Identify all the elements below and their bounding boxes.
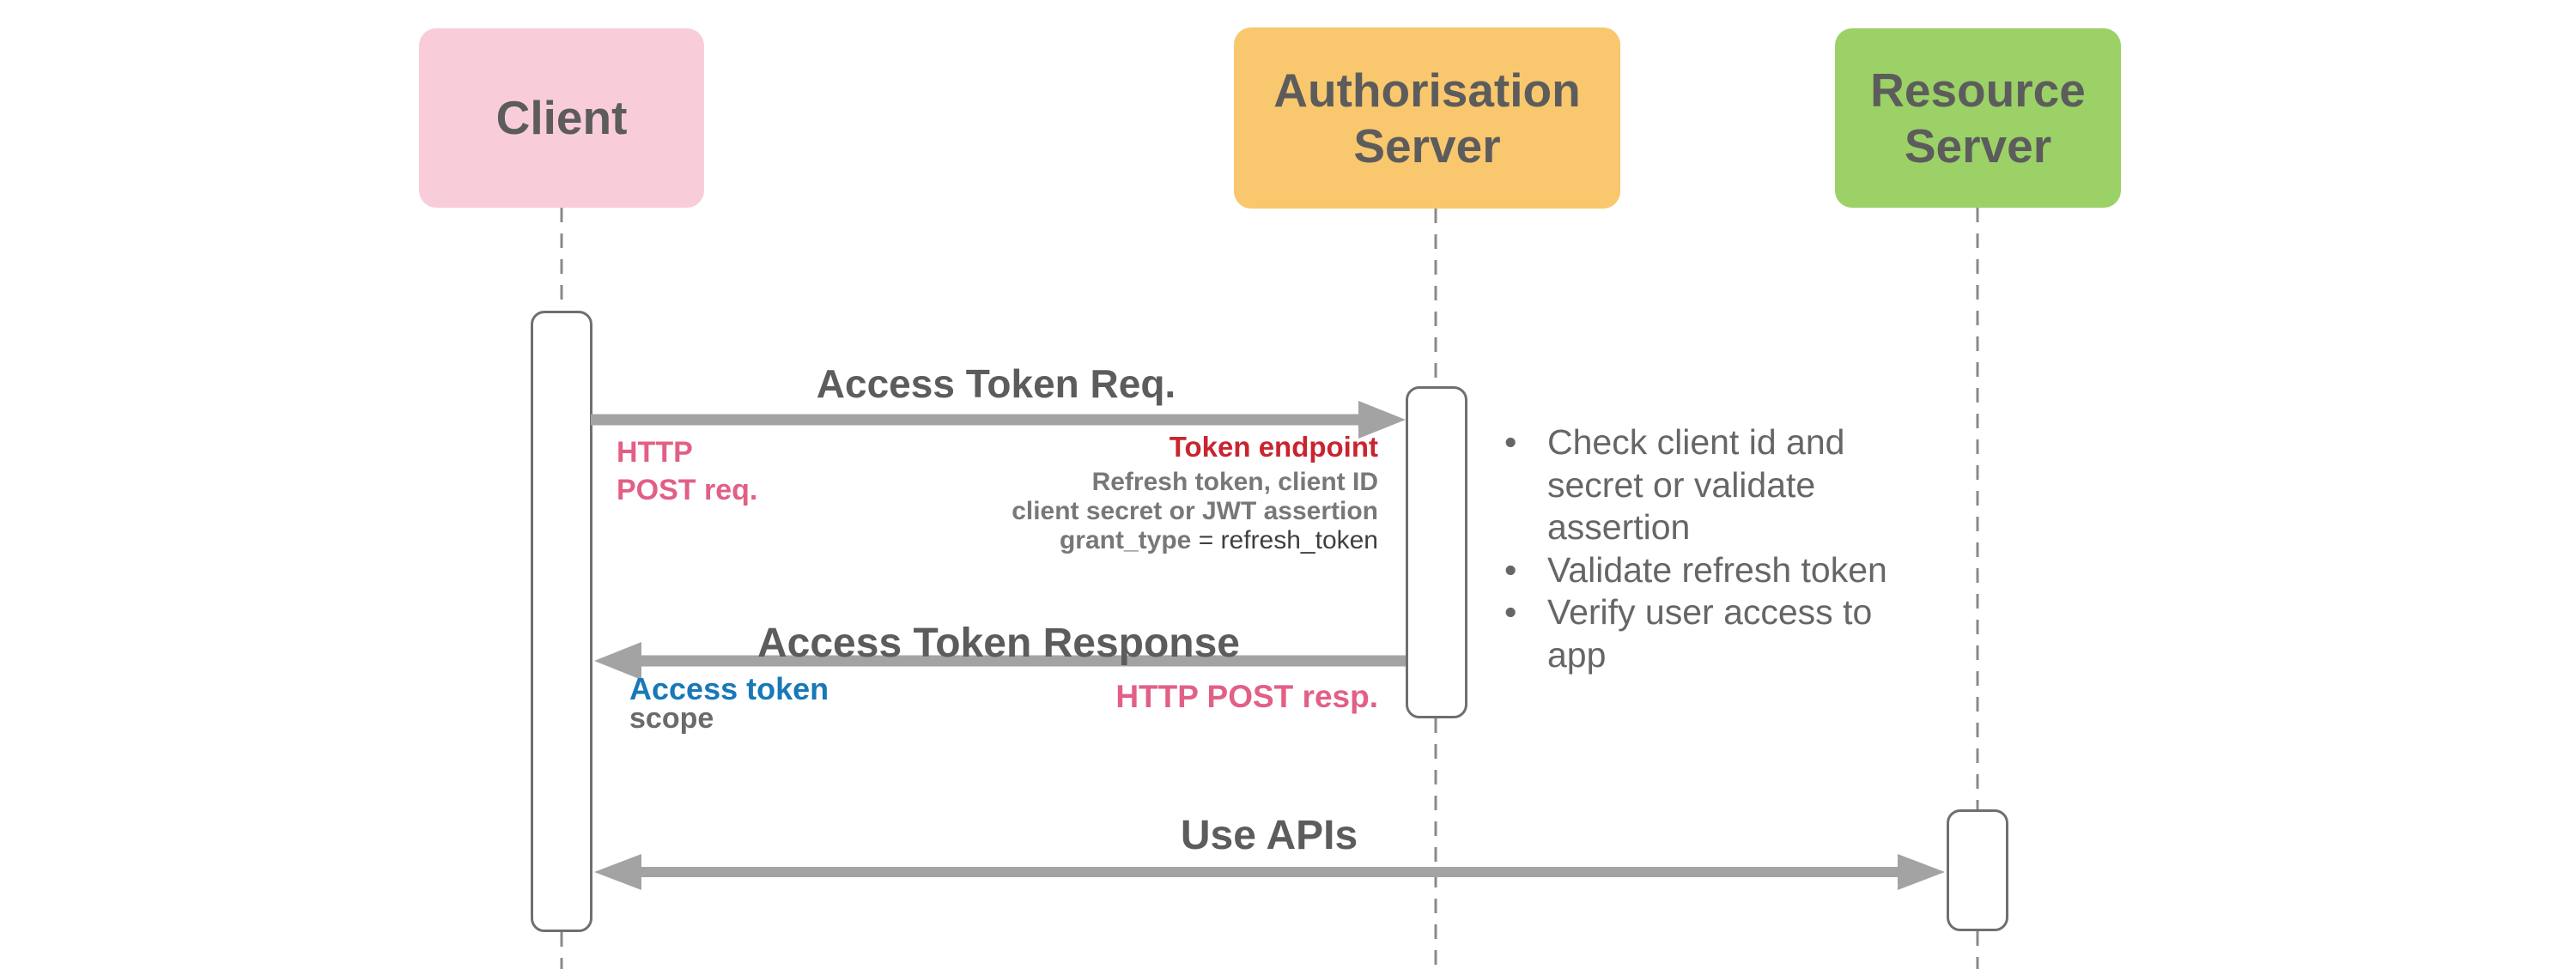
check-text: assertion	[1547, 507, 1691, 547]
annotation-param-line1: Refresh token, client ID	[1091, 468, 1378, 496]
message-label-use-apis: Use APIs	[1180, 813, 1358, 858]
annotation-grant-type-value: = refresh_token	[1191, 526, 1378, 554]
check-item-line: assertion	[1504, 506, 1887, 549]
check-item-line: • Verify user access to	[1504, 591, 1887, 634]
activation-bar-client	[531, 311, 592, 932]
check-item-line: • Check client id and	[1504, 421, 1887, 464]
message-label-access-token-request: Access Token Req.	[816, 361, 1176, 406]
actor-label-authorisation-server: Authorisation Server	[1273, 63, 1581, 173]
activation-bar-resource-server	[1947, 809, 2008, 931]
check-text: secret or validate	[1547, 464, 1816, 505]
annotation-response-contents: Access token scope	[629, 671, 829, 735]
arrow-use-apis	[594, 854, 1945, 890]
annotation-http-post-resp: HTTP POST resp.	[1115, 679, 1378, 714]
annotation-token-endpoint: Token endpoint	[1169, 431, 1378, 463]
check-text: Verify user access to	[1547, 592, 1873, 632]
annotation-http-post-req: HTTP POST req.	[617, 433, 757, 509]
message-label-access-token-response: Access Token Response	[756, 621, 1241, 666]
bullet-icon: •	[1504, 549, 1517, 590]
annotation-http-post-req-line2: POST req.	[617, 474, 758, 506]
annotation-request-params: Token endpoint Refresh token, client ID …	[1012, 430, 1378, 555]
check-item-line: • Validate refresh token	[1504, 549, 1887, 592]
actor-label-resource-server: Resource Server	[1870, 63, 2086, 173]
check-text: app	[1547, 634, 1607, 675]
bullet-icon: •	[1504, 422, 1517, 462]
actor-box-client: Client	[419, 28, 704, 208]
actor-box-authorisation-server: Authorisation Server	[1234, 27, 1620, 209]
bullet-icon: •	[1504, 592, 1517, 632]
arrow-access-token-response	[594, 642, 1406, 680]
annotation-param-line2: client secret or JWT assertion	[1012, 497, 1378, 525]
check-item-line: app	[1504, 634, 1887, 677]
actor-label-client: Client	[495, 91, 628, 145]
arrow-access-token-request	[591, 401, 1406, 439]
check-text: Check client id and	[1547, 422, 1845, 462]
check-item-line: secret or validate	[1504, 464, 1887, 507]
actor-box-resource-server: Resource Server	[1835, 28, 2121, 208]
auth-checks-note: • Check client id and secret or validate…	[1504, 421, 1887, 676]
annotation-grant-type-line: grant_type = refresh_token	[1012, 526, 1378, 555]
activation-bar-auth-server	[1406, 386, 1467, 718]
check-text: Validate refresh token	[1547, 549, 1887, 590]
annotation-access-token: Access token	[629, 671, 829, 706]
bullet-spacer	[1504, 634, 1547, 677]
bullet-spacer	[1504, 464, 1547, 507]
annotation-scope: scope	[629, 702, 714, 735]
annotation-http-post-req-line1: HTTP	[617, 436, 693, 469]
bullet-spacer	[1504, 506, 1547, 549]
annotation-grant-type-key: grant_type	[1059, 526, 1192, 554]
